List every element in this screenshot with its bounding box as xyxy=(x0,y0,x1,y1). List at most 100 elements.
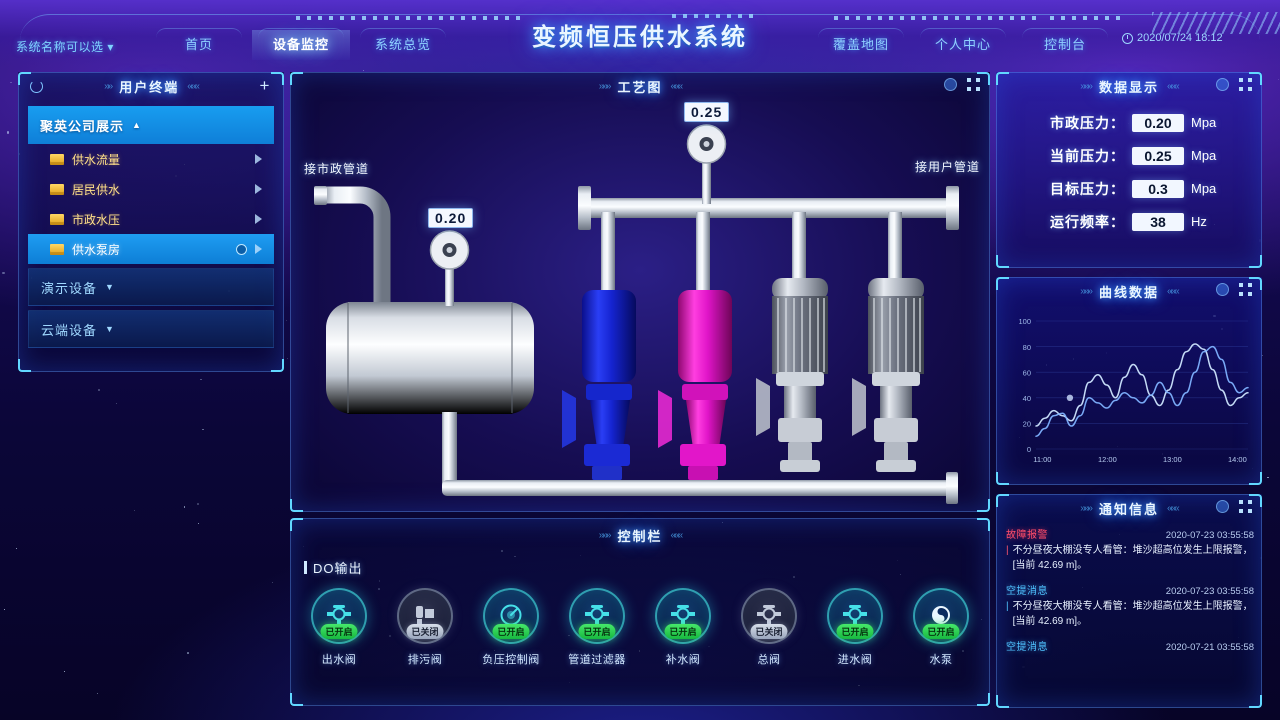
control-button-row: 已开启 出水阀 已关闭 排污阀 xyxy=(300,588,980,667)
sidebar-group-company[interactable]: 聚英公司展示 ▲ xyxy=(28,106,274,144)
alarm-item[interactable]: 空提消息 2020-07-23 03:55:58 | 不分昼夜大棚没专人看管：堆… xyxy=(1006,582,1254,629)
gauge-tank-body xyxy=(429,230,470,270)
chevron-down-icon: ▾ xyxy=(107,40,114,54)
control-button-vacuum-valve[interactable]: 已开启 负压控制阀 xyxy=(472,588,550,667)
sidebar-item-water-flow[interactable]: 供水流量 xyxy=(28,144,274,174)
alarm-bullet-icon: | xyxy=(1006,545,1009,556)
data-row-target-pressure: 目标压力： 0.3 Mpa xyxy=(996,172,1262,205)
refresh-icon[interactable] xyxy=(30,80,43,93)
valve-icon xyxy=(327,605,351,626)
fullscreen-icon[interactable] xyxy=(1239,283,1252,296)
curve-panel-title: 曲线数据 xyxy=(1098,284,1159,300)
sidebar-item-label: 供水流量 xyxy=(72,152,121,167)
sidebar-item-municipal-pressure[interactable]: 市政水压 xyxy=(28,204,274,234)
data-key: 市政压力： xyxy=(1050,114,1125,131)
header-dots-far-right xyxy=(1050,16,1120,20)
datetime-text: 2020/07/24 18:12 xyxy=(1137,32,1223,44)
do-output-section-label: DO输出 xyxy=(304,558,363,577)
chevron-down-icon: ▼ xyxy=(105,282,115,292)
fullscreen-icon[interactable] xyxy=(1239,500,1252,513)
svg-text:40: 40 xyxy=(1023,394,1031,403)
alarm-message-row: | 不分昼夜大棚没专人看管：堆沙超高位发生上限报警，[当前 42.69 m]。 xyxy=(1006,600,1254,629)
svg-text:11:00: 11:00 xyxy=(1033,455,1051,464)
control-disc: 已开启 xyxy=(913,588,969,644)
sidebar-item-residential-supply[interactable]: 居民供水 xyxy=(28,174,274,204)
alarm-timestamp: 2020-07-23 03:55:58 xyxy=(1165,530,1254,541)
alarm-item[interactable]: 故障报警 2020-07-23 03:55:58 | 不分昼夜大棚没专人看管：堆… xyxy=(1006,526,1254,573)
alarm-bullet-icon: | xyxy=(1006,601,1009,612)
control-button-drain-valve[interactable]: 已关闭 排污阀 xyxy=(386,588,464,667)
app-header: 系统名称可以选 ▾ 变频恒压供水系统 首页 设备监控 系统总览 覆盖地图 个人中… xyxy=(0,0,1280,66)
data-value: 0.3 xyxy=(1132,179,1184,198)
control-button-water-pump[interactable]: 已开启 水泵 xyxy=(902,588,980,667)
chevron-right-decor: »»» xyxy=(1080,285,1093,297)
sidebar-item-label: 市政水压 xyxy=(72,212,121,227)
chevron-right-decor: »»» xyxy=(598,80,612,92)
sidebar-group-demo-devices[interactable]: 演示设备 ▼ xyxy=(28,268,274,306)
status-badge: 已关闭 xyxy=(406,624,444,639)
control-button-pipe-filter[interactable]: 已开启 管道过滤器 xyxy=(558,588,636,667)
alarm-type-label: 空提消息 xyxy=(1006,642,1048,653)
control-button-makeup-valve[interactable]: 已开启 补水阀 xyxy=(644,588,722,667)
control-disc: 已开启 xyxy=(311,588,367,644)
curve-panel-title-row: »»» 曲线数据 ««« xyxy=(996,277,1262,305)
data-display-panel: »»» 数据显示 ««« 市政压力： 0.20 Mpa 当前压力： 0.25 M… xyxy=(996,72,1262,268)
alarm-item[interactable]: 空提消息 2020-07-21 03:55:58 xyxy=(1006,638,1254,653)
control-button-label: 管道过滤器 xyxy=(568,654,626,666)
settings-icon[interactable] xyxy=(1216,500,1229,513)
svg-text:20: 20 xyxy=(1023,420,1031,429)
status-badge: 已开启 xyxy=(578,624,616,639)
header-arc-line xyxy=(20,14,1260,66)
nav-item-device-monitor[interactable]: 设备监控 xyxy=(252,28,350,60)
play-triangle-icon xyxy=(255,154,262,164)
chevron-right-decor: »» xyxy=(104,80,113,92)
nav-item-home[interactable]: 首页 xyxy=(150,28,248,60)
alarm-item-header: 故障报警 2020-07-23 03:55:58 xyxy=(1006,526,1254,541)
svg-text:60: 60 xyxy=(1023,368,1031,377)
valve-icon xyxy=(671,605,695,626)
data-row-municipal-pressure: 市政压力： 0.20 Mpa xyxy=(996,106,1262,139)
alarm-panel-head-tools xyxy=(1216,500,1252,513)
fullscreen-icon[interactable] xyxy=(967,78,980,91)
alarm-panel-title: 通知信息 xyxy=(1098,501,1159,517)
alarm-list[interactable]: 故障报警 2020-07-23 03:55:58 | 不分昼夜大棚没专人看管：堆… xyxy=(1006,526,1254,704)
settings-icon[interactable] xyxy=(1216,78,1229,91)
nav-item-console[interactable]: 控制台 xyxy=(1016,28,1114,60)
data-value: 38 xyxy=(1132,212,1184,231)
control-button-outlet-valve[interactable]: 已开启 出水阀 xyxy=(300,588,378,667)
settings-icon[interactable] xyxy=(1216,283,1229,296)
nav-item-user-center[interactable]: 个人中心 xyxy=(914,28,1012,60)
control-bar-title-row: »»» 控制栏 ««« xyxy=(290,522,990,548)
fullscreen-icon[interactable] xyxy=(1239,78,1252,91)
svg-text:13:00: 13:00 xyxy=(1163,455,1182,464)
data-unit: Hz xyxy=(1191,214,1207,229)
header-dots-right xyxy=(834,16,1042,20)
play-triangle-icon xyxy=(255,214,262,224)
data-panel-head-tools xyxy=(1216,78,1252,91)
plus-icon[interactable]: + xyxy=(259,76,270,95)
header-dots-left xyxy=(296,16,522,20)
alarm-panel-title-row: »»» 通知信息 ««« xyxy=(996,494,1262,522)
sidebar-item-pump-room[interactable]: 供水泵房 xyxy=(28,234,274,264)
clock-icon xyxy=(1122,32,1133,44)
settings-icon[interactable] xyxy=(944,78,957,91)
sidebar-title: 用户终端 xyxy=(119,79,180,95)
control-disc: 已关闭 xyxy=(741,588,797,644)
data-value: 0.25 xyxy=(1132,146,1184,165)
pressure-tank xyxy=(326,302,534,414)
status-badge: 已开启 xyxy=(922,624,960,639)
process-head-tools xyxy=(944,78,980,91)
system-selector[interactable]: 系统名称可以选 ▾ xyxy=(16,38,114,55)
process-title: 工艺图 xyxy=(617,79,663,95)
header-datetime: 2020/07/24 18:12 xyxy=(1122,32,1223,44)
sidebar-tree: 聚英公司展示 ▲ 供水流量 居民供水 市政水压 供水泵房 xyxy=(28,106,274,348)
svg-text:0: 0 xyxy=(1027,445,1031,454)
nav-item-coverage-map[interactable]: 覆盖地图 xyxy=(812,28,910,60)
nav-item-system-overview[interactable]: 系统总览 xyxy=(354,28,452,60)
control-button-label: 水泵 xyxy=(929,654,953,666)
valve-icon xyxy=(843,605,867,626)
control-button-inlet-valve[interactable]: 已开启 进水阀 xyxy=(816,588,894,667)
sidebar-group-cloud-devices[interactable]: 云端设备 ▼ xyxy=(28,310,274,348)
control-button-main-valve[interactable]: 已关闭 总阀 xyxy=(730,588,808,667)
sidebar-group-label: 云端设备 xyxy=(41,322,98,338)
